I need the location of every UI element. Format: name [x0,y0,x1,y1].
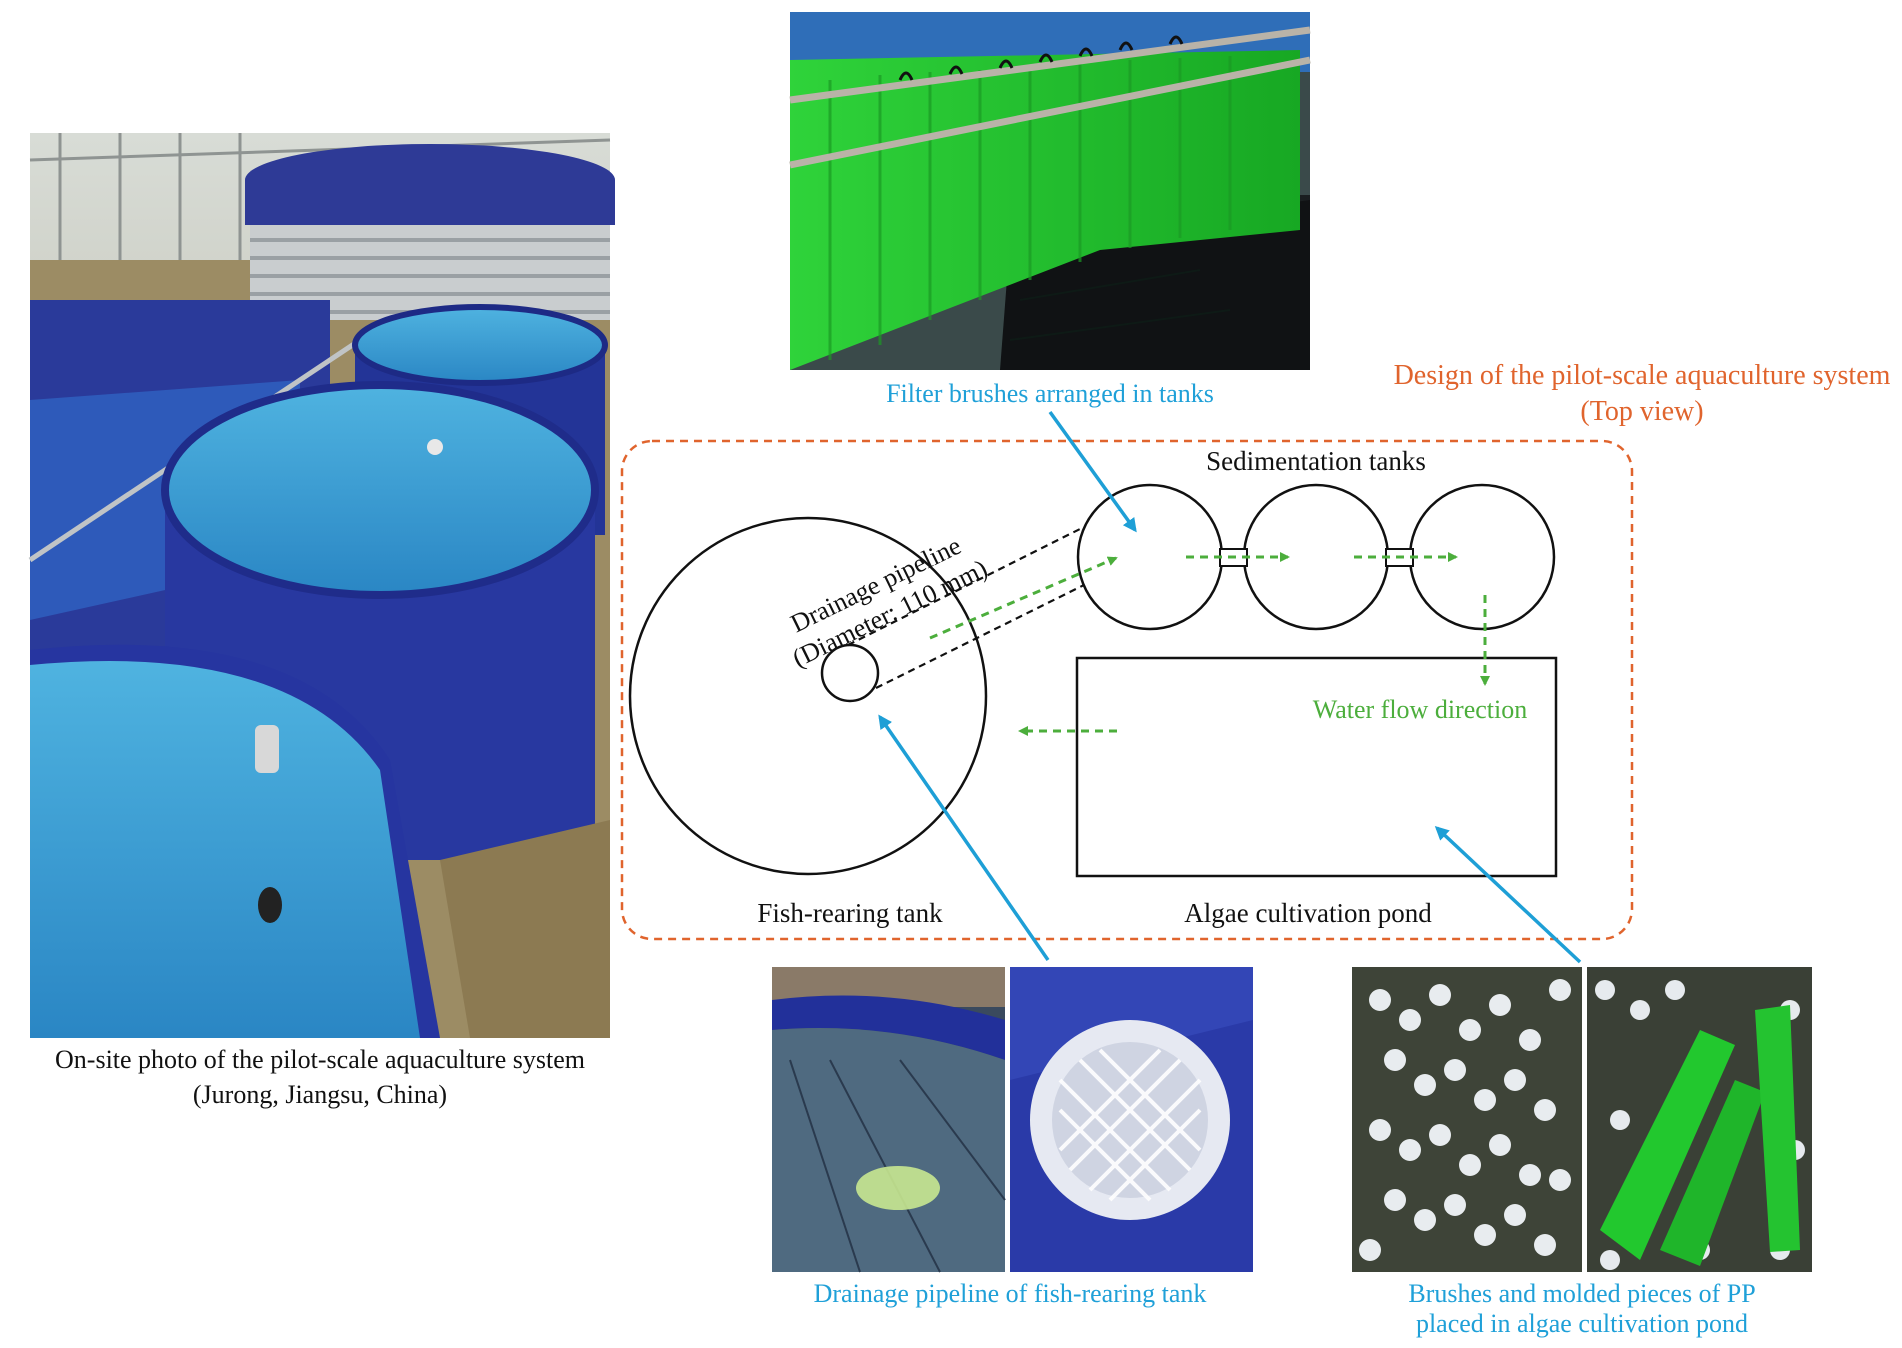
algae-pond-rect [1075,656,1558,878]
fish-tank-label: Fish-rearing tank [757,898,943,928]
design-title-line1: Design of the pilot-scale aquaculture sy… [1394,360,1891,391]
drainage-pipe-upper [847,527,1083,646]
drainage-photo-left [772,967,1006,1273]
pp-photo-right [1587,967,1812,1272]
filter-brushes-caption: Filter brushes arranged in tanks [886,379,1214,408]
sedimentation-tanks-label: Sedimentation tanks [1206,446,1426,476]
fish-rearing-tank-circle [628,516,988,876]
drainage-pipe-lower [875,584,1085,689]
pp-photo-left [1352,967,1582,1272]
water-flow-label: Water flow direction [1313,695,1528,724]
onsite-caption-line1: On-site photo of the pilot-scale aquacul… [55,1045,585,1074]
pointer-filter-brushes [1048,410,1137,533]
algae-pond-label: Algae cultivation pond [1184,898,1432,928]
pp-caption-line2: placed in algae cultivation pond [1416,1309,1748,1338]
drainage-photo-right [1010,967,1253,1272]
design-title-line2: (Top view) [1580,396,1703,427]
flow-arrow-fish-to-sediment [929,556,1118,640]
filter-brushes-photo [789,12,1311,370]
onsite-photo [28,133,615,1038]
pp-caption-line1: Brushes and molded pieces of PP [1408,1279,1755,1308]
onsite-caption-line2: (Jurong, Jiangsu, China) [193,1080,447,1109]
pointer-drainage-pipeline [878,714,1050,961]
pointer-algae-pond [1434,825,1582,964]
drainage-label: Drainage pipeline (Diameter: 110 mm) [786,531,992,673]
sedimentation-tank-2 [1242,483,1390,631]
design-frame [620,439,1634,941]
drainage-photo-caption: Drainage pipeline of fish-rearing tank [814,1279,1207,1308]
